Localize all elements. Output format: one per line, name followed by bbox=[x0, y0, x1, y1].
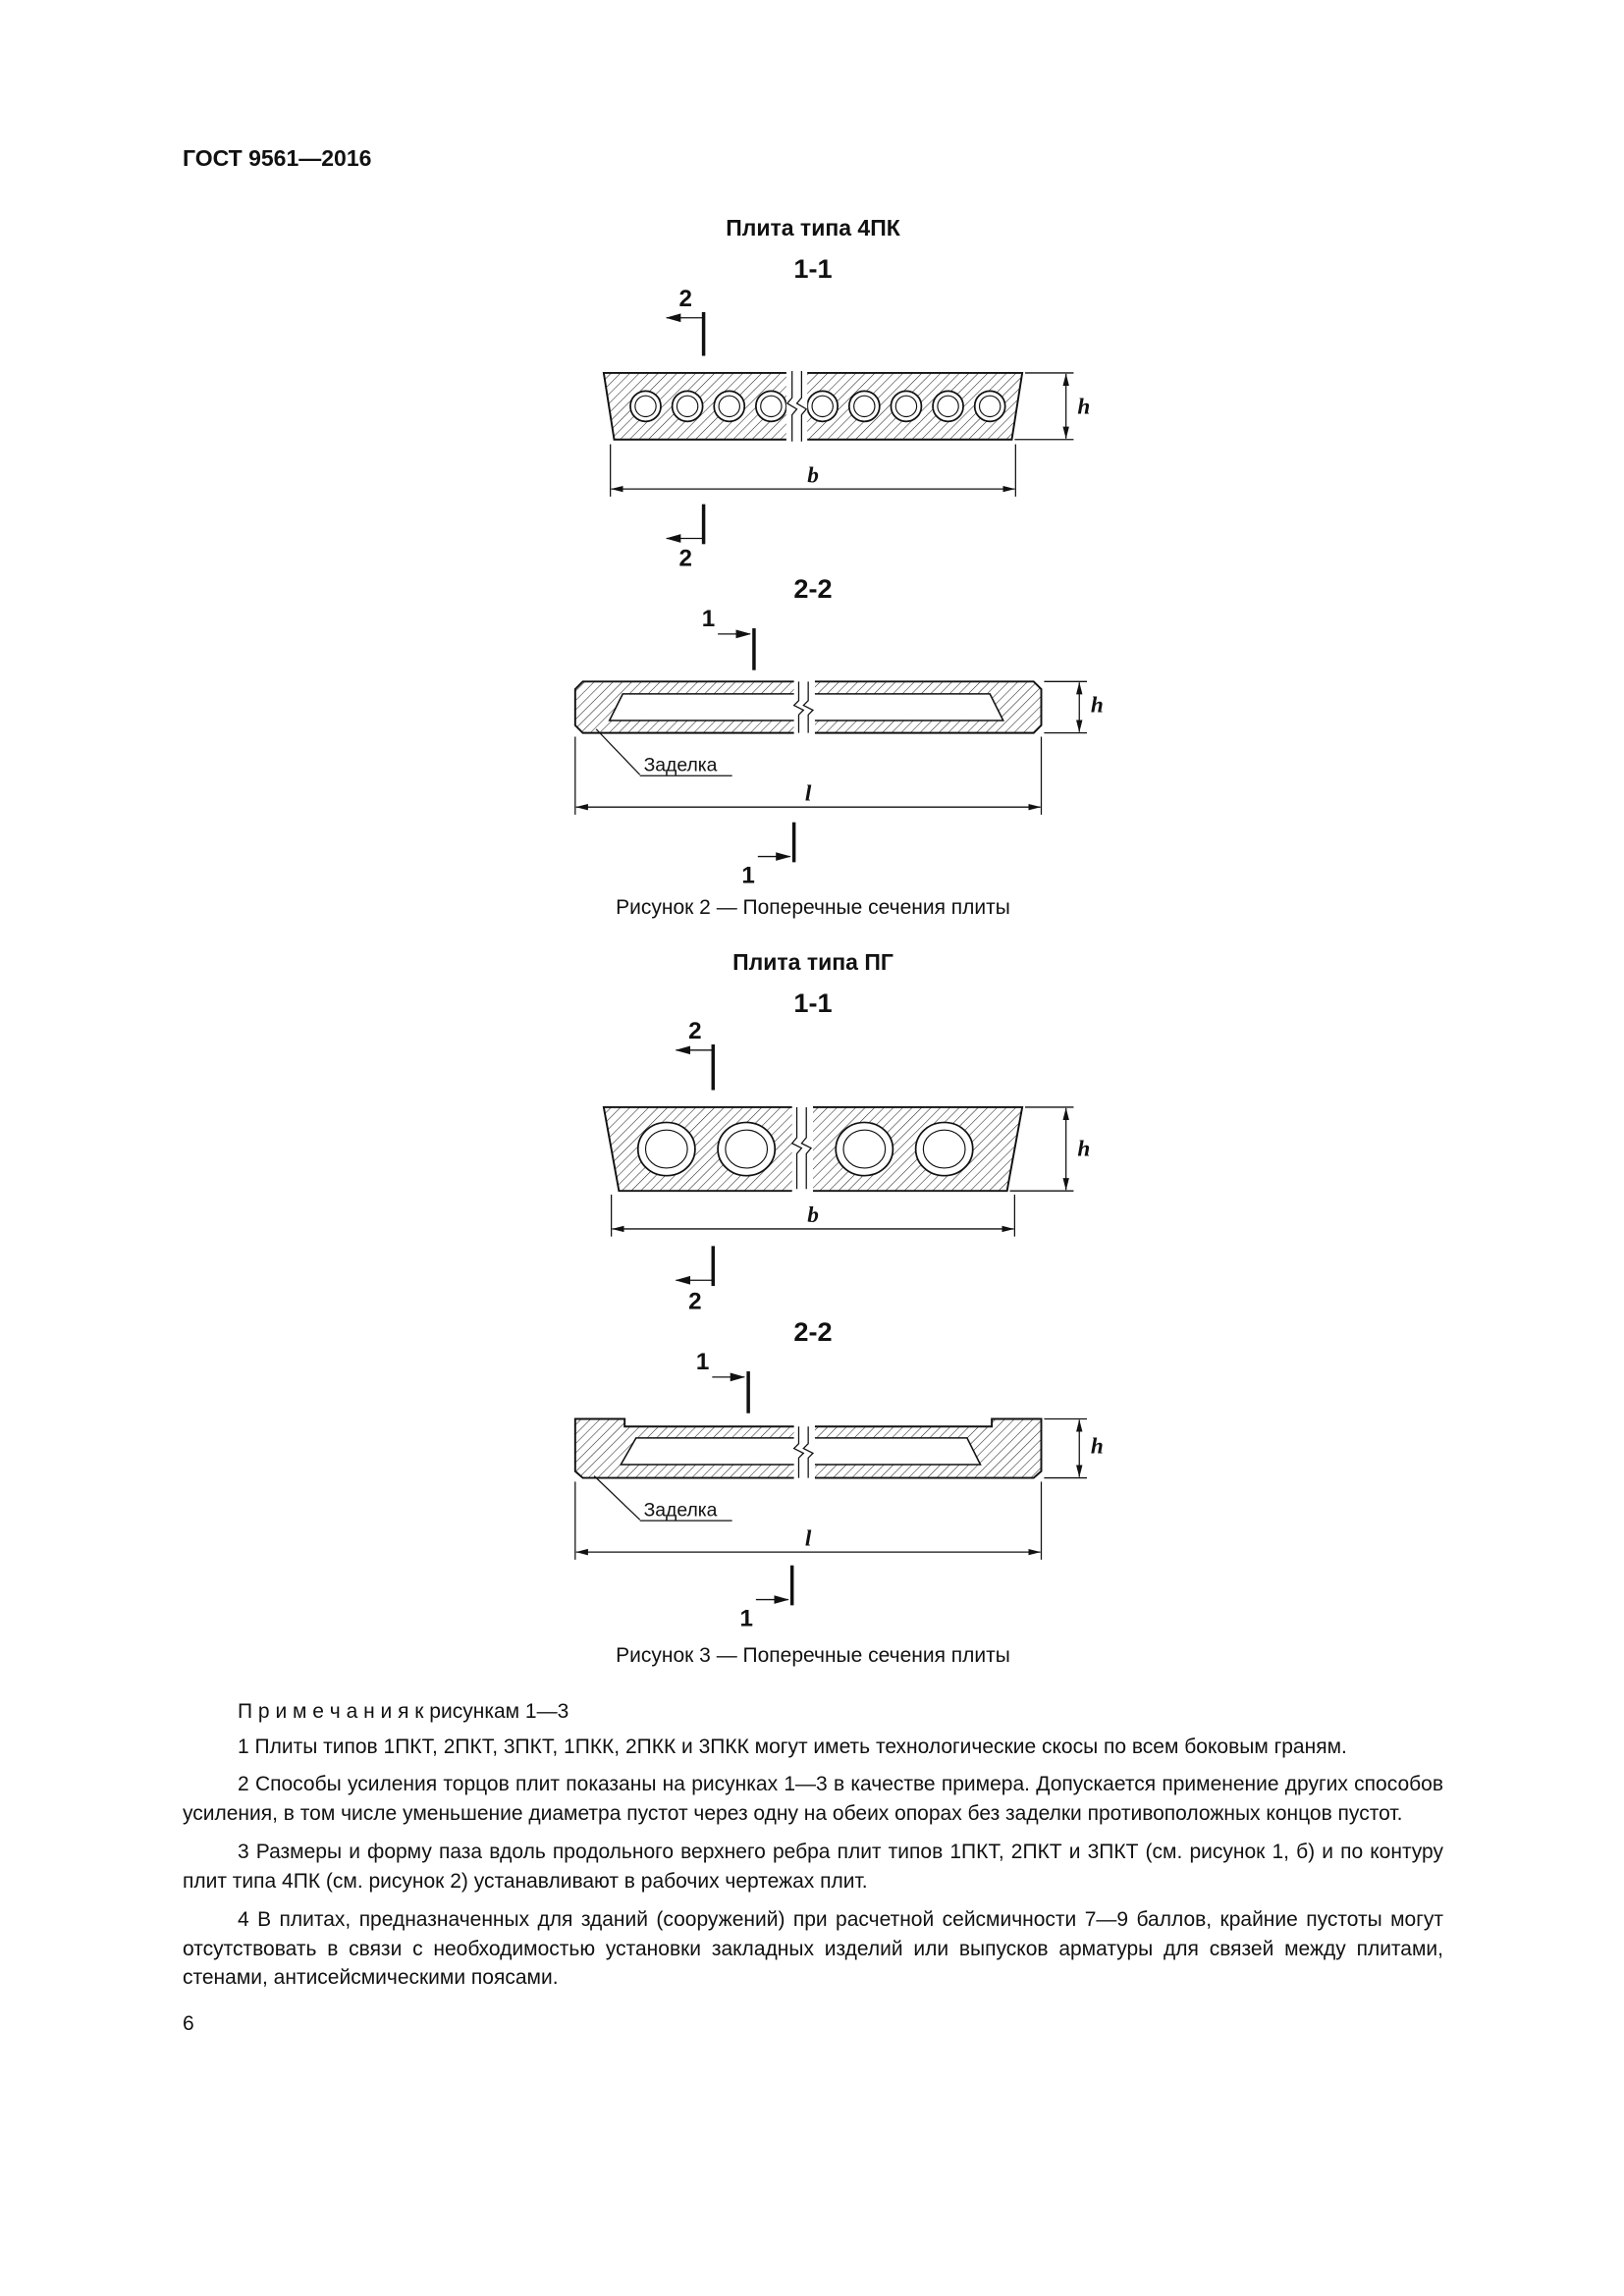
height-dim-label: h bbox=[1091, 692, 1104, 718]
slab-cross-section bbox=[602, 370, 1024, 443]
height-dimension: h bbox=[1044, 680, 1104, 733]
cut-mark-bottom: 2 bbox=[665, 504, 706, 572]
height-dimension: h bbox=[1014, 372, 1090, 441]
cut-mark-label: 1 bbox=[696, 1349, 709, 1375]
figure2-cross-section-drawing: 1-1 2 bbox=[183, 249, 1443, 572]
figure2-long-section-drawing: 2-2 1 bbox=[183, 569, 1443, 888]
height-dim-label: h bbox=[1077, 395, 1090, 420]
break-line bbox=[792, 678, 815, 736]
slab-long-section bbox=[573, 1417, 1043, 1480]
figure3-cross-section-drawing: 1-1 2 bbox=[183, 984, 1443, 1314]
notes-section: П р и м е ч а н и я к рисункам 1—3 1 Пли… bbox=[183, 1697, 1443, 1993]
drawing-pg-section-1-1: 1-1 2 bbox=[602, 988, 1090, 1314]
document-header: ГОСТ 9561—2016 bbox=[183, 145, 372, 171]
figure3-section: Плита типа ПГ 1-1 2 bbox=[183, 949, 1443, 1668]
break-line bbox=[785, 370, 808, 443]
height-dim-label: h bbox=[1077, 1136, 1090, 1161]
grout-leader-line bbox=[595, 727, 641, 775]
cut-mark-label: 1 bbox=[741, 862, 754, 884]
length-dim-label: l bbox=[805, 780, 812, 806]
cut-mark-top: 1 bbox=[702, 606, 756, 670]
page-content: ГОСТ 9561—2016 Плита типа 4ПК 1-1 2 bbox=[183, 145, 1443, 2036]
cut-mark-label: 1 bbox=[702, 606, 715, 632]
length-dim-label: l bbox=[805, 1526, 812, 1552]
cut-mark-label: 2 bbox=[688, 1018, 701, 1044]
figure2-title: Плита типа 4ПК bbox=[726, 215, 900, 240]
length-dimension: l bbox=[574, 1481, 1043, 1561]
figure3-long-section-drawing: 2-2 1 bbox=[183, 1312, 1443, 1632]
cut-mark-label: 2 bbox=[678, 546, 691, 569]
cut-mark-bottom: 1 bbox=[739, 1566, 794, 1632]
figure3-title: Плита типа ПГ bbox=[732, 949, 893, 976]
drawing-pg-section-2-2: 2-2 1 bbox=[573, 1316, 1104, 1632]
grout-leader-line bbox=[593, 1475, 641, 1521]
section-label: 2-2 bbox=[793, 1316, 832, 1347]
width-dimension: b bbox=[610, 1195, 1016, 1237]
notes-heading: П р и м е ч а н и я к рисункам 1—3 bbox=[238, 1699, 569, 1723]
drawing-4pk-section-1-1: 1-1 2 bbox=[602, 253, 1090, 572]
width-dim-label: b bbox=[807, 462, 819, 488]
cut-mark-top: 2 bbox=[675, 1018, 716, 1091]
width-dimension: b bbox=[610, 444, 1016, 497]
width-dim-label: b bbox=[807, 1202, 819, 1228]
slab-cross-section bbox=[602, 1105, 1024, 1194]
cut-mark-label: 2 bbox=[678, 286, 691, 312]
break-line bbox=[792, 1424, 815, 1480]
height-dimension: h bbox=[1044, 1418, 1104, 1479]
hollow-core-voids bbox=[629, 390, 1006, 423]
cut-mark-bottom: 1 bbox=[741, 822, 796, 888]
section-label: 1-1 bbox=[793, 988, 832, 1018]
figure3-caption: Рисунок 3 — Поперечные сечения плиты bbox=[616, 1643, 1010, 1667]
page-number: 6 bbox=[183, 2012, 194, 2036]
grout-annotation: Заделка bbox=[595, 727, 732, 776]
drawing-4pk-section-2-2: 2-2 1 bbox=[573, 573, 1104, 888]
cut-mark-bottom: 2 bbox=[675, 1246, 716, 1314]
grout-annotation: Заделка bbox=[593, 1475, 732, 1522]
figure2-section: Плита типа 4ПК 1-1 2 bbox=[183, 215, 1443, 920]
cut-mark-label: 2 bbox=[688, 1288, 701, 1312]
figure2-caption: Рисунок 2 — Поперечные сечения плиты bbox=[616, 896, 1010, 920]
length-dimension: l bbox=[574, 736, 1043, 815]
note-item-1: 1 Плиты типов 1ПКТ, 2ПКТ, 3ПКТ, 1ПКК, 2П… bbox=[238, 1735, 1347, 1758]
oval-voids bbox=[636, 1121, 974, 1177]
cut-mark-top: 2 bbox=[665, 286, 706, 356]
grout-label: Заделка bbox=[644, 754, 718, 775]
cut-mark-label: 1 bbox=[739, 1606, 752, 1632]
cut-mark-top: 1 bbox=[696, 1349, 750, 1414]
height-dimension: h bbox=[1009, 1106, 1090, 1192]
note-item-2: 2 Способы усиления торцов плит показаны … bbox=[183, 1773, 1443, 1826]
break-line bbox=[790, 1105, 813, 1194]
slab-long-section bbox=[573, 678, 1043, 736]
height-dim-label: h bbox=[1091, 1434, 1104, 1460]
note-item-3: 3 Размеры и форму паза вдоль продольного… bbox=[183, 1841, 1443, 1893]
grout-label: Заделка bbox=[644, 1500, 718, 1522]
section-label: 2-2 bbox=[793, 573, 832, 604]
section-label: 1-1 bbox=[793, 253, 832, 284]
note-item-4: 4 В плитах, предназначенных для зданий (… bbox=[183, 1907, 1443, 1990]
